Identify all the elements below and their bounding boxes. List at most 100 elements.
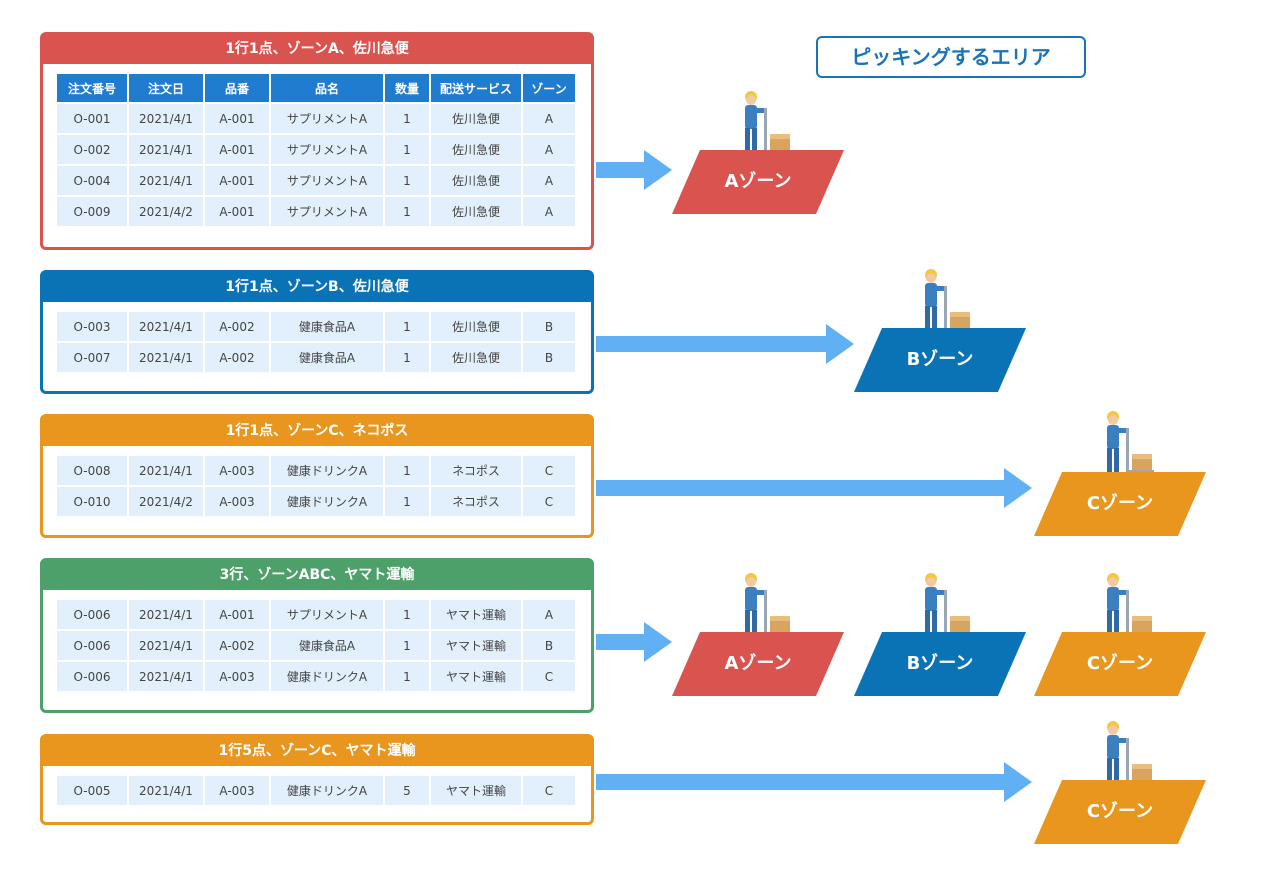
- cell: 1: [385, 487, 429, 516]
- cell: 佐川急便: [431, 312, 521, 341]
- cell: A: [523, 166, 575, 195]
- cell: 佐川急便: [431, 197, 521, 226]
- cell: O-006: [57, 600, 127, 629]
- cell: 健康ドリンクA: [271, 776, 383, 805]
- cell: 佐川急便: [431, 166, 521, 195]
- cell: ヤマト運輸: [431, 631, 521, 660]
- arrow-right-icon: [596, 468, 1032, 508]
- cell: A-003: [205, 456, 269, 485]
- cell: 2021/4/1: [129, 104, 203, 133]
- cell: 佐川急便: [431, 135, 521, 164]
- zone-c-area: Cゾーン: [1034, 780, 1206, 844]
- cell: A: [523, 135, 575, 164]
- cell: サプリメントA: [271, 135, 383, 164]
- cell: 1: [385, 104, 429, 133]
- cell: O-001: [57, 104, 127, 133]
- order-group-zone-a: 1行1点、ゾーンA、佐川急便 注文番号 注文日 品番 品名 数量 配送サービス …: [40, 32, 594, 250]
- col-shipping-service: 配送サービス: [431, 74, 521, 102]
- group-title: 1行1点、ゾーンA、佐川急便: [42, 34, 592, 64]
- cell: 健康食品A: [271, 343, 383, 372]
- cell: O-008: [57, 456, 127, 485]
- cell: O-010: [57, 487, 127, 516]
- cell: A: [523, 197, 575, 226]
- zone-label: Aゾーン: [724, 171, 792, 192]
- cell: B: [523, 343, 575, 372]
- cell: 1: [385, 135, 429, 164]
- cell: ネコポス: [431, 456, 521, 485]
- cell: A: [523, 600, 575, 629]
- cell: B: [523, 631, 575, 660]
- group-title: 1行1点、ゾーンB、佐川急便: [42, 272, 592, 302]
- cell: 2021/4/1: [129, 166, 203, 195]
- cell: O-002: [57, 135, 127, 164]
- col-product-code: 品番: [205, 74, 269, 102]
- cell: A-002: [205, 631, 269, 660]
- cell: ヤマト運輸: [431, 600, 521, 629]
- cell: O-009: [57, 197, 127, 226]
- cell: O-003: [57, 312, 127, 341]
- cell: C: [523, 662, 575, 691]
- zone-b-area: Bゾーン: [854, 632, 1026, 696]
- arrow-right-icon: [596, 762, 1032, 802]
- cell: A-003: [205, 487, 269, 516]
- cell: 健康食品A: [271, 312, 383, 341]
- cell: A-002: [205, 312, 269, 341]
- group-title: 1行1点、ゾーンC、ネコポス: [42, 416, 592, 446]
- zone-c-area: Cゾーン: [1034, 632, 1206, 696]
- cell: O-006: [57, 631, 127, 660]
- cell: O-007: [57, 343, 127, 372]
- worker-with-cart-icon: [925, 269, 972, 334]
- cell: C: [523, 776, 575, 805]
- cell: サプリメントA: [271, 166, 383, 195]
- table-header-row: 注文番号 注文日 品番 品名 数量 配送サービス ゾーン: [57, 74, 575, 102]
- cell: サプリメントA: [271, 104, 383, 133]
- arrow-right-icon: [596, 150, 672, 190]
- cell: A-001: [205, 197, 269, 226]
- cell: 2021/4/1: [129, 343, 203, 372]
- cell: 1: [385, 166, 429, 195]
- cell: ヤマト運輸: [431, 662, 521, 691]
- cell: 2021/4/2: [129, 197, 203, 226]
- cell: 2021/4/1: [129, 600, 203, 629]
- cell: 健康ドリンクA: [271, 456, 383, 485]
- cell: A-001: [205, 135, 269, 164]
- cell: 1: [385, 343, 429, 372]
- cell: 1: [385, 456, 429, 485]
- cell: 5: [385, 776, 429, 805]
- cell: A-002: [205, 343, 269, 372]
- cell: ネコポス: [431, 487, 521, 516]
- zone-b-area: Bゾーン: [854, 328, 1026, 392]
- zone-label: Bゾーン: [906, 653, 974, 674]
- cell: 2021/4/1: [129, 662, 203, 691]
- cell: O-004: [57, 166, 127, 195]
- cell: 2021/4/1: [129, 312, 203, 341]
- cell: 1: [385, 631, 429, 660]
- cell: A-001: [205, 104, 269, 133]
- cell: 健康食品A: [271, 631, 383, 660]
- col-order-date: 注文日: [129, 74, 203, 102]
- cell: A: [523, 104, 575, 133]
- cell: 1: [385, 312, 429, 341]
- cell: 2021/4/1: [129, 776, 203, 805]
- zone-label: Bゾーン: [906, 349, 974, 370]
- zone-label: Cゾーン: [1086, 801, 1154, 822]
- cell: C: [523, 487, 575, 516]
- cell: O-006: [57, 662, 127, 691]
- cell: サプリメントA: [271, 197, 383, 226]
- cell: 佐川急便: [431, 343, 521, 372]
- zone-label: Cゾーン: [1086, 493, 1154, 514]
- cell: A-001: [205, 166, 269, 195]
- cell: B: [523, 312, 575, 341]
